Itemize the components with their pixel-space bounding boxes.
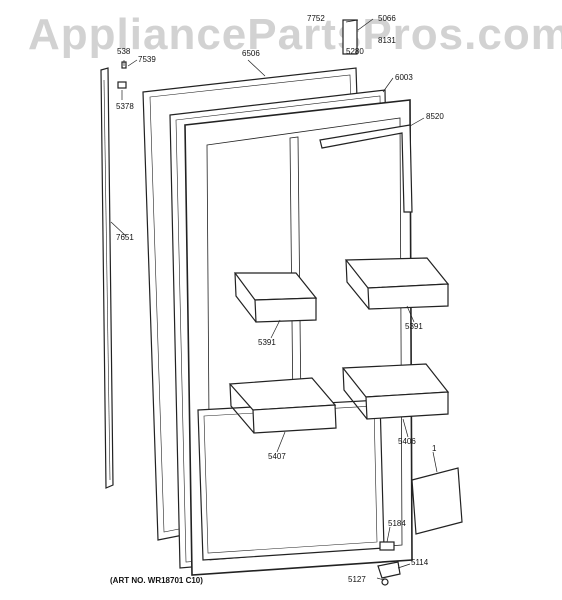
part-label-7539: 7539 — [138, 55, 156, 64]
part-label-5066: 5066 — [378, 14, 396, 23]
part-label-5406: 5406 — [398, 437, 416, 446]
part-label-5391-right: 5391 — [405, 322, 423, 331]
part-label-8131: 8131 — [378, 36, 396, 45]
part-label-5184: 5184 — [388, 519, 406, 528]
part-label-5378: 5378 — [116, 102, 134, 111]
part-label-5391-left: 5391 — [258, 338, 276, 347]
cam-5378 — [117, 81, 127, 89]
part-label-5114: 5114 — [411, 558, 429, 567]
part-label-6506: 6506 — [242, 49, 260, 58]
booklet-1 — [411, 467, 463, 535]
part-label-5280: 5280 — [346, 47, 364, 56]
part-label-7651: 7651 — [116, 233, 134, 242]
part-label-8520: 8520 — [426, 112, 444, 121]
watermark-logo: AppliancePartsPros.com — [28, 10, 562, 59]
part-label-6003: 6003 — [395, 73, 413, 82]
part-label-7752: 7752 — [307, 14, 325, 23]
screw-5127 — [381, 578, 389, 586]
part-label-5407: 5407 — [268, 452, 286, 461]
part-label-538: 538 — [117, 47, 131, 56]
top-trim-8520 — [319, 124, 413, 213]
art-number: (ART NO. WR18701 C10) — [110, 576, 203, 585]
part-label-5127: 5127 — [348, 575, 366, 584]
hinge-5114 — [377, 561, 401, 579]
hinge-bracket — [342, 19, 358, 55]
part-label-1: 1 — [432, 444, 437, 453]
bracket-5184 — [379, 541, 395, 551]
